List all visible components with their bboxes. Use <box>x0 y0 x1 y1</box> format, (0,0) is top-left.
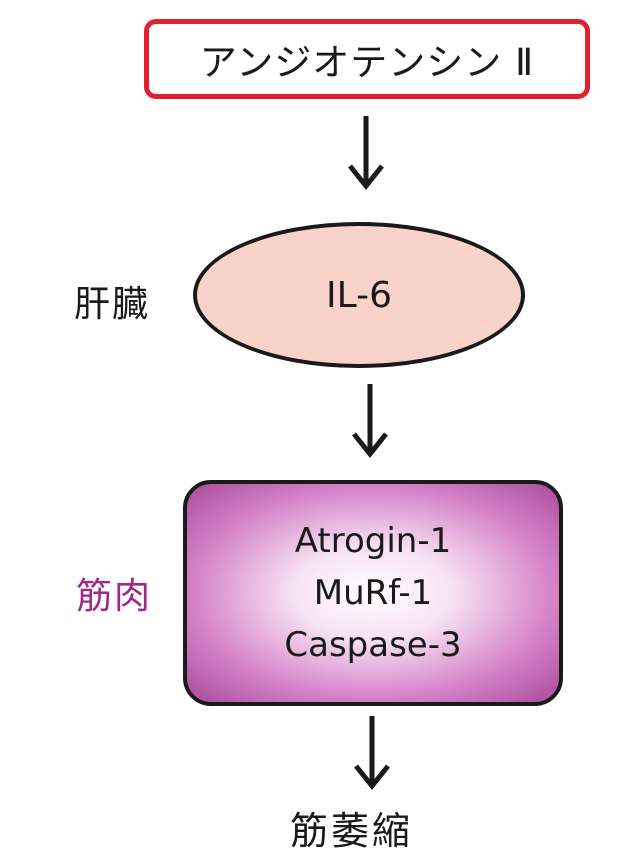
marker-caspase-3: Caspase-3 <box>284 625 462 665</box>
arrow-angiotensin-to-il6 <box>348 116 384 191</box>
muscle-atrophy-label: 筋萎縮 <box>290 809 414 853</box>
muscle-marker-box: Atrogin-1 MuRf-1 Caspase-3 <box>183 480 563 706</box>
muscle-label: 筋肉 <box>76 576 153 617</box>
angiotensin-ii-label: アンジオテンシン Ⅱ <box>199 41 535 84</box>
arrow-il6-to-muscle <box>352 384 388 459</box>
il6-label: IL-6 <box>326 274 392 316</box>
marker-atrogin-1: Atrogin-1 <box>294 521 452 561</box>
angiotensin-ii-box: アンジオテンシン Ⅱ <box>144 19 590 99</box>
arrow-muscle-to-atrophy <box>354 716 390 791</box>
marker-murf-1: MuRf-1 <box>313 573 433 613</box>
liver-label: 肝臓 <box>74 284 151 325</box>
il6-ellipse: IL-6 <box>193 222 525 368</box>
